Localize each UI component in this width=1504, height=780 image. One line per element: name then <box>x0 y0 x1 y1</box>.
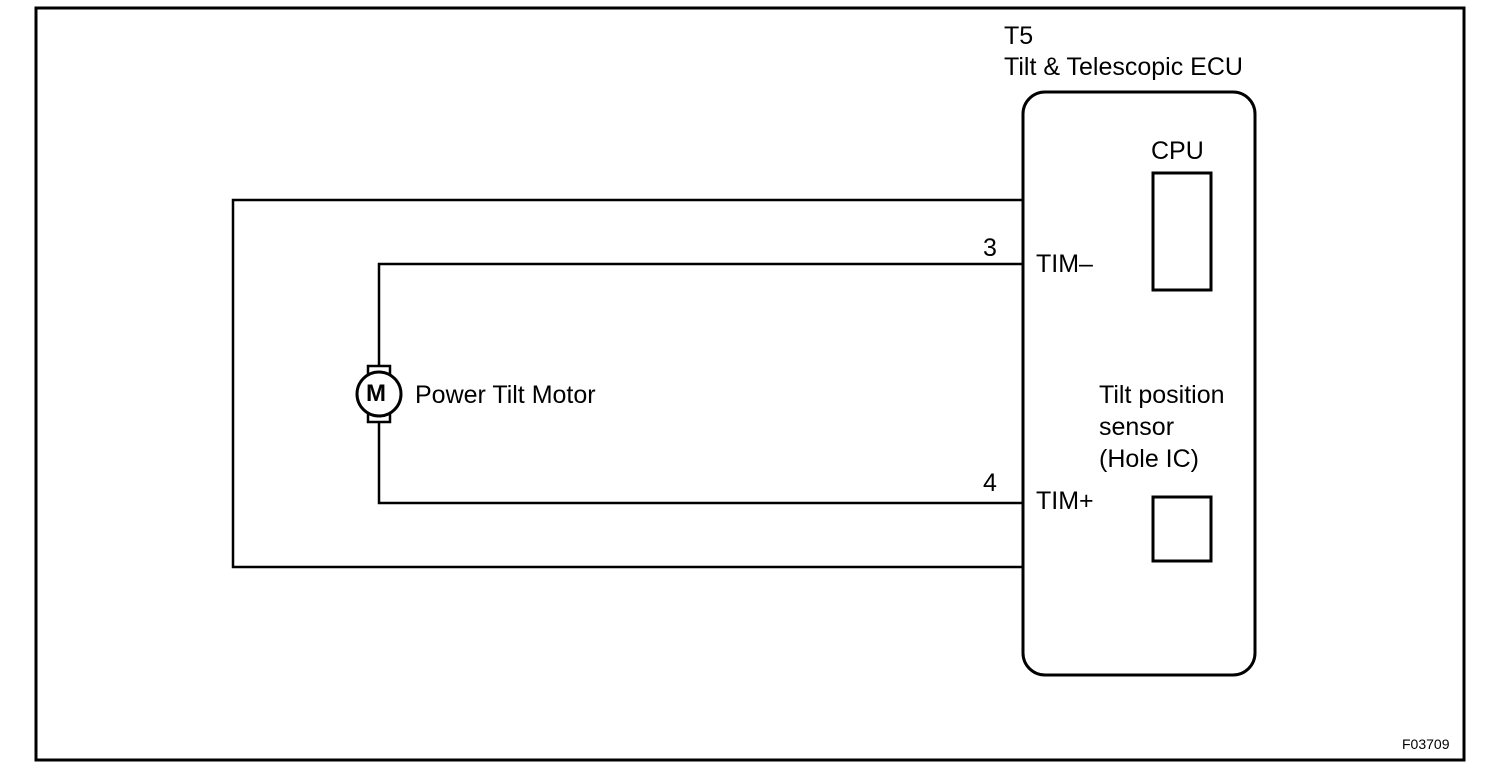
wire-tim-plus <box>377 422 1023 505</box>
ecu-connector-label: T5 <box>1004 22 1034 50</box>
motor-symbol-letter: M <box>366 380 386 407</box>
diagram-frame <box>34 6 1466 762</box>
cpu-label: CPU <box>1151 137 1204 165</box>
sensor-block <box>1151 495 1213 563</box>
ecu-box <box>1021 90 1257 677</box>
figure-id: F03709 <box>1402 736 1450 752</box>
motor-label: Power Tilt Motor <box>415 381 596 409</box>
pin-3-number: 3 <box>983 234 997 262</box>
pin-3-terminal: TIM– <box>1036 250 1093 278</box>
sensor-label-line1: Tilt position <box>1099 381 1225 409</box>
pin-4-number: 4 <box>983 469 997 497</box>
ecu-name-label: Tilt & Telescopic ECU <box>1004 53 1243 81</box>
pin-4-terminal: TIM+ <box>1036 487 1094 515</box>
wire-tim-minus <box>377 262 1023 366</box>
sensor-label-line3: (Hole IC) <box>1099 445 1200 473</box>
motor-icon <box>355 364 403 424</box>
cpu-block <box>1151 171 1213 292</box>
outer-loop-wire <box>231 198 1023 569</box>
sensor-label-line2: sensor <box>1099 413 1175 441</box>
